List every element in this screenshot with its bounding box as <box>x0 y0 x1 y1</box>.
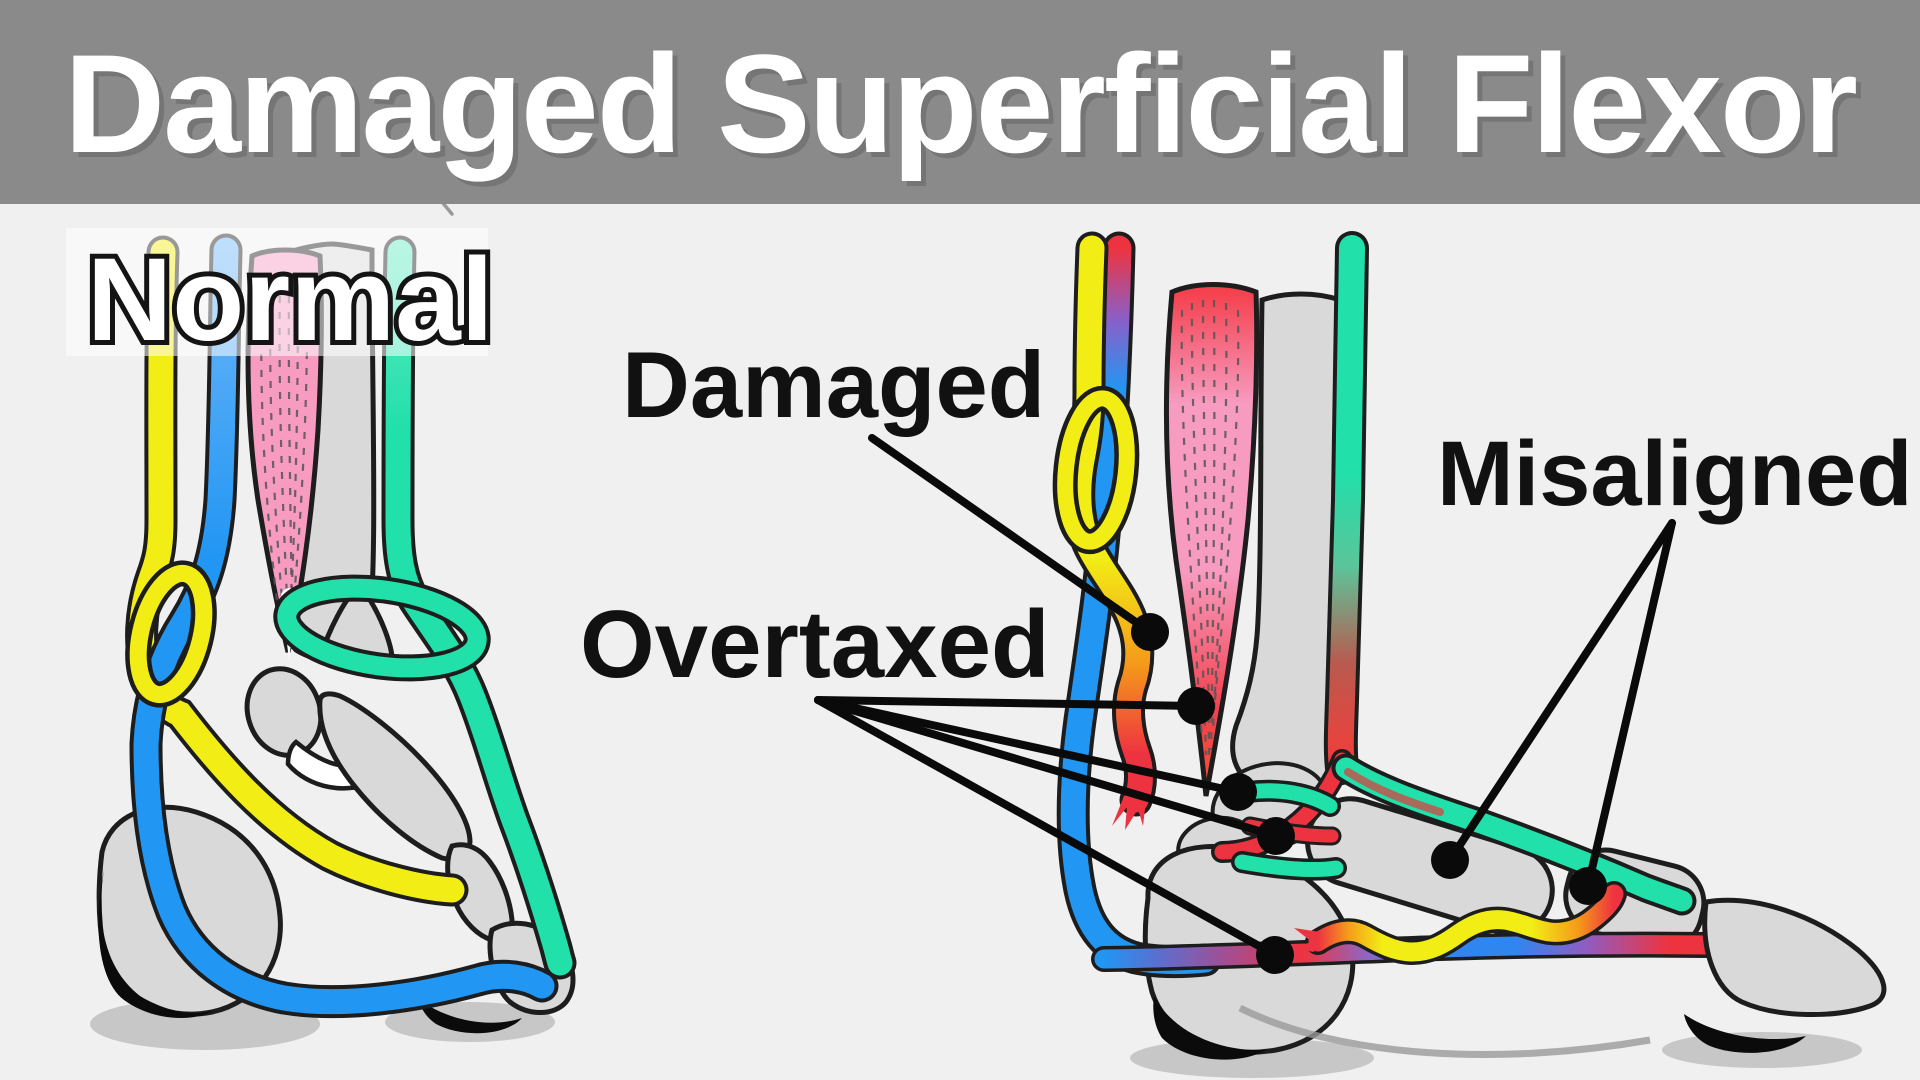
marker-dot-overtaxed-1 <box>1219 773 1257 811</box>
stump-fray-left <box>1290 928 1320 952</box>
fetlock-wrap-top <box>1240 783 1338 814</box>
coffin-bone-damaged <box>1702 897 1887 1017</box>
leader-line-misaligned-1 <box>1584 519 1676 890</box>
page-title: Damaged Superficial Flexor <box>64 25 1856 182</box>
marker-dot-overtaxed-3 <box>1256 936 1294 974</box>
leader-line-overtaxed-2 <box>814 696 1280 840</box>
heel-crescent-damaged <box>1153 996 1266 1060</box>
blue-tendon <box>133 237 555 1015</box>
normal-label-backdrop <box>66 228 488 356</box>
leader-lines-layer <box>814 434 1676 974</box>
toe-crescent-shadow <box>420 1000 522 1034</box>
overtaxed-label: Overtaxed <box>580 591 1050 698</box>
title-banner: Damaged Superficial Flexor Damaged Super… <box>0 0 1920 204</box>
tendon-stump <box>1308 884 1624 962</box>
yellow-tendon-damaged <box>1066 235 1153 813</box>
fetlock-wrap-bottom <box>1234 854 1344 878</box>
normal-label-group: Normal <box>66 228 499 371</box>
yellow-loop <box>129 564 213 704</box>
leader-line-damaged-0 <box>868 434 1154 636</box>
ruptured-tendon-fray <box>1112 796 1146 830</box>
damaged-leg-figure <box>1052 231 1887 1078</box>
cannon-bone <box>317 691 473 862</box>
toe-crescent-damaged <box>1684 1014 1806 1053</box>
teal-tendon <box>385 239 573 976</box>
marker-dot-overtaxed-2 <box>1257 817 1295 855</box>
damaged-label: Damaged <box>622 332 1045 437</box>
leader-line-misaligned-0 <box>1446 519 1676 864</box>
muscle-belly-damaged <box>1163 282 1260 797</box>
leader-line-overtaxed-0 <box>814 696 1200 710</box>
marker-dot-overtaxed-0 <box>1177 687 1215 725</box>
normal-leg-figure <box>90 200 577 1050</box>
leader-line-overtaxed-1 <box>814 696 1242 796</box>
marker-dot-damaged-0 <box>1131 613 1169 651</box>
hoof-capsule-outline <box>1238 1004 1651 1058</box>
muscle-fiber-texture <box>260 279 309 641</box>
normal-label: Normal <box>87 234 494 366</box>
teal-tendon-damaged <box>1327 235 1365 781</box>
teal-hock-loop <box>277 578 487 678</box>
banner-background <box>0 0 1920 204</box>
misaligned-label: Misaligned <box>1437 423 1912 525</box>
foot-teal-damage-streak <box>1344 768 1444 816</box>
page-title-shadow: Damaged Superficial Flexor <box>69 30 1861 187</box>
muscle-fiber-texture-damaged <box>1180 299 1240 761</box>
marker-dot-misaligned-1 <box>1569 867 1607 905</box>
marker-dot-misaligned-0 <box>1431 841 1469 879</box>
leader-line-overtaxed-3 <box>814 696 1279 959</box>
yellow-loop-damaged <box>1057 390 1135 550</box>
